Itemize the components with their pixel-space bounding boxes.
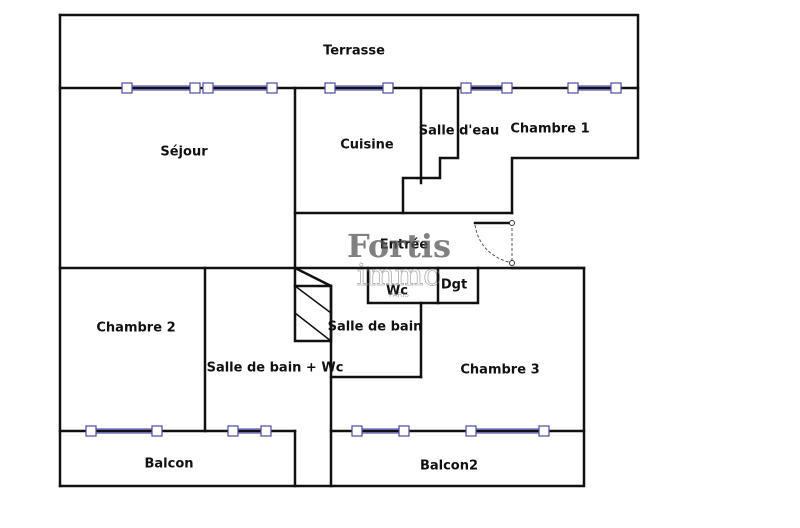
entry-door	[473, 220, 515, 266]
watermark-tagline: PARIS	[389, 291, 409, 299]
label-cuisine: Cuisine	[340, 138, 394, 153]
exterior-walls	[58, 13, 640, 488]
watermark-brand: Fortis	[347, 227, 451, 265]
label-chambre-1: Chambre 1	[510, 122, 589, 137]
stair-shaft	[293, 266, 333, 343]
label-chambre-2: Chambre 2	[96, 321, 175, 336]
label-salle-eau: Salle d'eau	[419, 124, 500, 139]
windows-top	[121, 82, 622, 94]
label-entree: Entrée	[380, 238, 429, 253]
label-terrasse: Terrasse	[323, 44, 385, 59]
label-wc: Wc	[386, 284, 408, 299]
label-balcon: Balcon	[144, 457, 193, 472]
windows-bottom	[85, 425, 550, 437]
label-balcon2: Balcon2	[420, 459, 478, 474]
room-labels: Terrasse Séjour Cuisine Salle d'eau Cham…	[96, 44, 589, 474]
label-dgt: Dgt	[441, 278, 467, 293]
label-sejour: Séjour	[160, 145, 208, 160]
watermark-logo: Fortis immo PARIS	[347, 227, 451, 299]
interior-walls	[58, 86, 640, 488]
label-chambre-3: Chambre 3	[460, 363, 539, 378]
watermark-brand-sub: immo	[357, 258, 442, 293]
label-salle-de-bain: Salle de bain	[328, 320, 423, 335]
label-salle-de-bain-wc: Salle de bain + Wc	[207, 361, 344, 376]
